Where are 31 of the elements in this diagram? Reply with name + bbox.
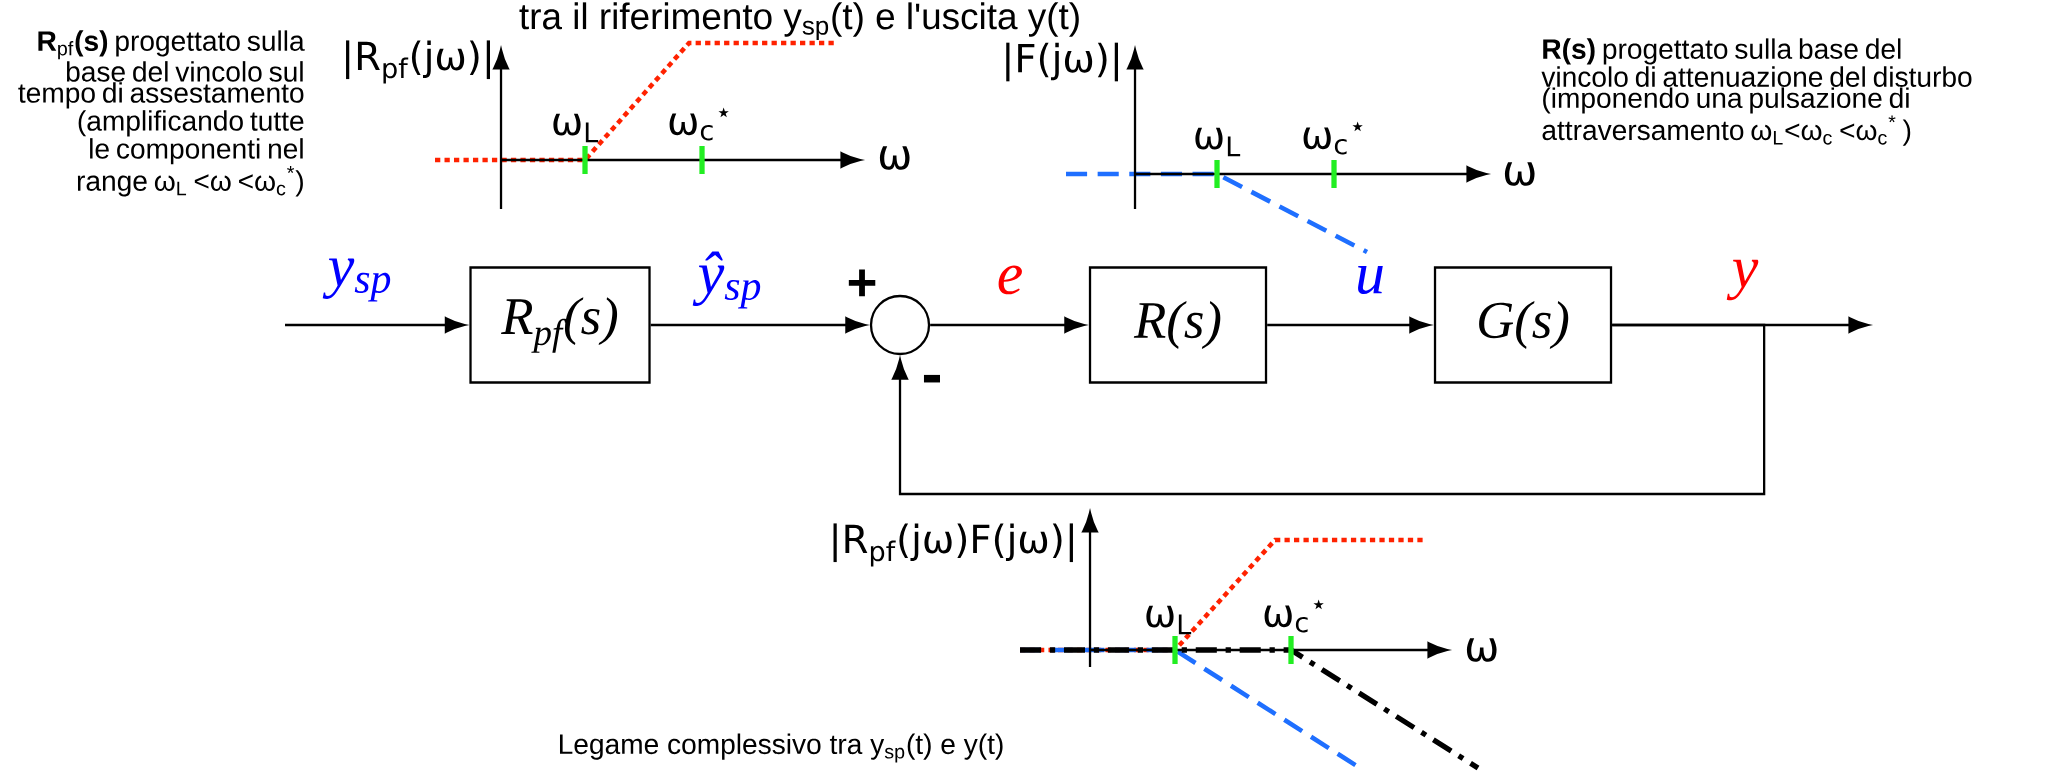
title: tra il riferimento y$_{sp}$(t) e l'uscita y(t) <box>519 2 1079 40</box>
sign-label: + <box>848 269 876 297</box>
annotation-text: R(s) progettato sulla base del vincolo di attenuazione del disturbo (imponendo una pulsazione di attraversamento ω$_{L}$<ω$_{c}$ <ω$_{c}$$^{*}$ ) <box>1541 38 1972 146</box>
caption: Legame complessivo tra y$_{sp}$(t) e y(t) <box>560 733 1003 763</box>
sign-label: - <box>923 374 940 383</box>
block-box: R(s) <box>1088 266 1268 384</box>
arrow <box>285 317 466 333</box>
annotation-text: R$_{pf}$(s) progettato sulla base del vincolo sul tempo di assestamento (amplificando tutte le componenti nel range ω$_{L}$ <ω <ω$_{c}$$^{*}$) <box>18 30 305 197</box>
axis-label: ω$_{L}$ <box>1195 127 1241 157</box>
axis-label: ω <box>879 146 910 170</box>
signal-label: y$_{sp}$ <box>322 258 391 302</box>
block-box: G(s) <box>1433 266 1613 384</box>
arrow <box>930 317 1086 333</box>
arrow <box>1267 317 1431 333</box>
axis-label: |F(jω)| <box>1006 42 1118 82</box>
axis-label: ω$_{L}$ <box>553 113 599 143</box>
axis-label: |R$_{pf}$(jω)| <box>346 40 490 84</box>
arrow <box>892 323 1766 496</box>
signal-label: ŷ$_{sp}$ <box>692 251 761 309</box>
axis-label: ω <box>1466 638 1497 662</box>
axis-label: |R$_{pf}$(jω)F(jω)| <box>833 523 1073 567</box>
arrow <box>650 317 867 333</box>
axis-label: ω$_{c}$⋆ <box>1303 121 1363 155</box>
signal-label: e <box>998 265 1022 295</box>
axis-label: ω <box>1504 162 1535 186</box>
axis-label: ω$_{c}$⋆ <box>669 107 729 141</box>
block-box: R$_{pf}$(s) <box>469 266 651 384</box>
axis-label: ω$_{c}$⋆ <box>1264 599 1324 633</box>
axis-label: ω$_{L}$ <box>1146 605 1192 635</box>
signal-label: u <box>1358 265 1383 295</box>
signal-label: y <box>1726 259 1759 301</box>
